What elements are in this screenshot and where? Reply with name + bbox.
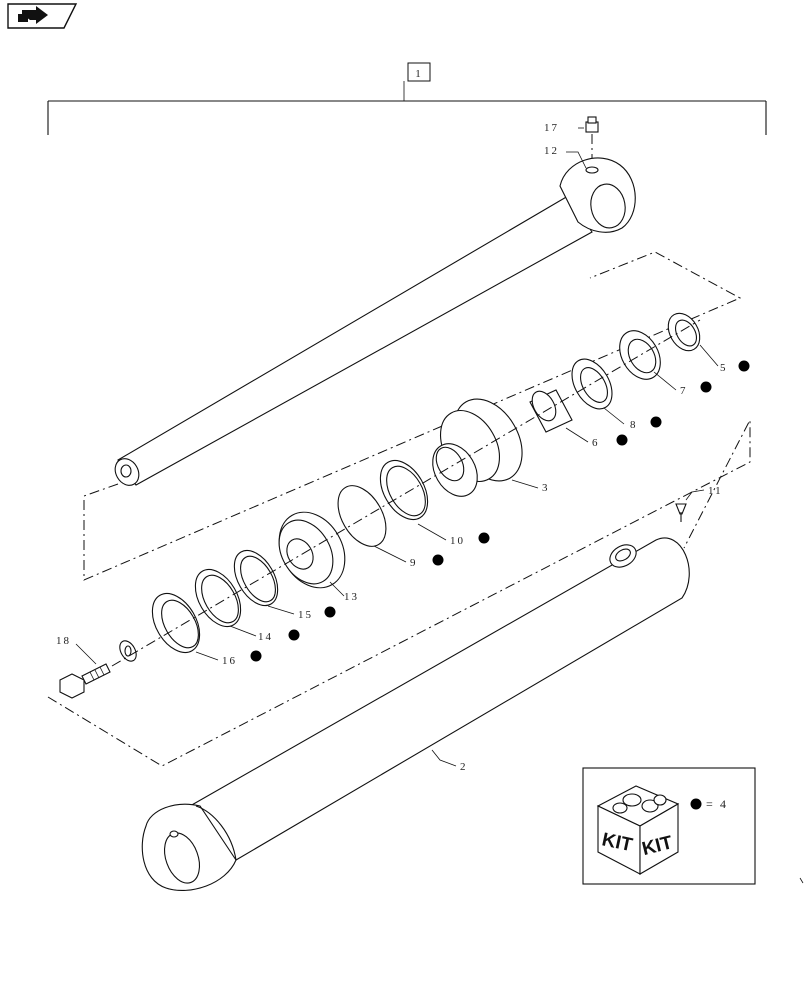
- legend-item: 4: [720, 797, 726, 811]
- part-18-bolt: [59, 663, 111, 699]
- kit-markers: [250, 360, 750, 662]
- part-7-ring: [619, 330, 661, 380]
- callout-15: 15: [298, 609, 313, 621]
- leader-lines: [75, 127, 719, 767]
- callout-8: 8: [630, 419, 638, 431]
- legend-equals: =: [706, 797, 713, 811]
- legend-dot: [690, 798, 702, 810]
- part-14-ring: [194, 568, 242, 628]
- callout-12: 12: [544, 145, 559, 157]
- part-16-ring: [151, 592, 201, 654]
- part-8-ring: [571, 358, 613, 410]
- assembly-label: 1: [415, 68, 423, 80]
- callout-14: 14: [258, 631, 273, 643]
- cylinder-barrel: [141, 537, 690, 892]
- next-page-arrow-icon: [18, 6, 48, 24]
- part-5-wiper: [667, 312, 701, 352]
- part-15-ring: [233, 549, 279, 607]
- callout-16: 16: [222, 655, 237, 667]
- callout-2: 2: [460, 761, 468, 773]
- callout-7: 7: [680, 385, 688, 397]
- part-10-ring: [379, 459, 429, 521]
- part-3-gland: [432, 398, 523, 497]
- callout-13: 13: [344, 591, 359, 603]
- callout-10: 10: [450, 535, 465, 547]
- part-11-fitting: [675, 503, 687, 522]
- callout-6: 6: [592, 437, 600, 449]
- part-13-piston: [278, 511, 346, 589]
- callout-18: 18: [56, 635, 71, 647]
- kit-box-icon: KIT KIT: [596, 785, 680, 875]
- callout-9: 9: [410, 557, 418, 569]
- callout-11: 11: [708, 485, 723, 497]
- callout-3: 3: [542, 482, 550, 494]
- callout-5: 5: [720, 362, 728, 374]
- kit-legend: KIT KIT = 4: [582, 767, 756, 885]
- part-9-o-ring: [337, 485, 387, 547]
- callout-17: 17: [544, 122, 559, 134]
- assembly-bracket: 1: [47, 62, 767, 135]
- washer: [119, 640, 137, 662]
- part-6-bushing: [529, 389, 573, 433]
- piston-rod: [114, 157, 636, 486]
- next-page-button[interactable]: [7, 3, 78, 29]
